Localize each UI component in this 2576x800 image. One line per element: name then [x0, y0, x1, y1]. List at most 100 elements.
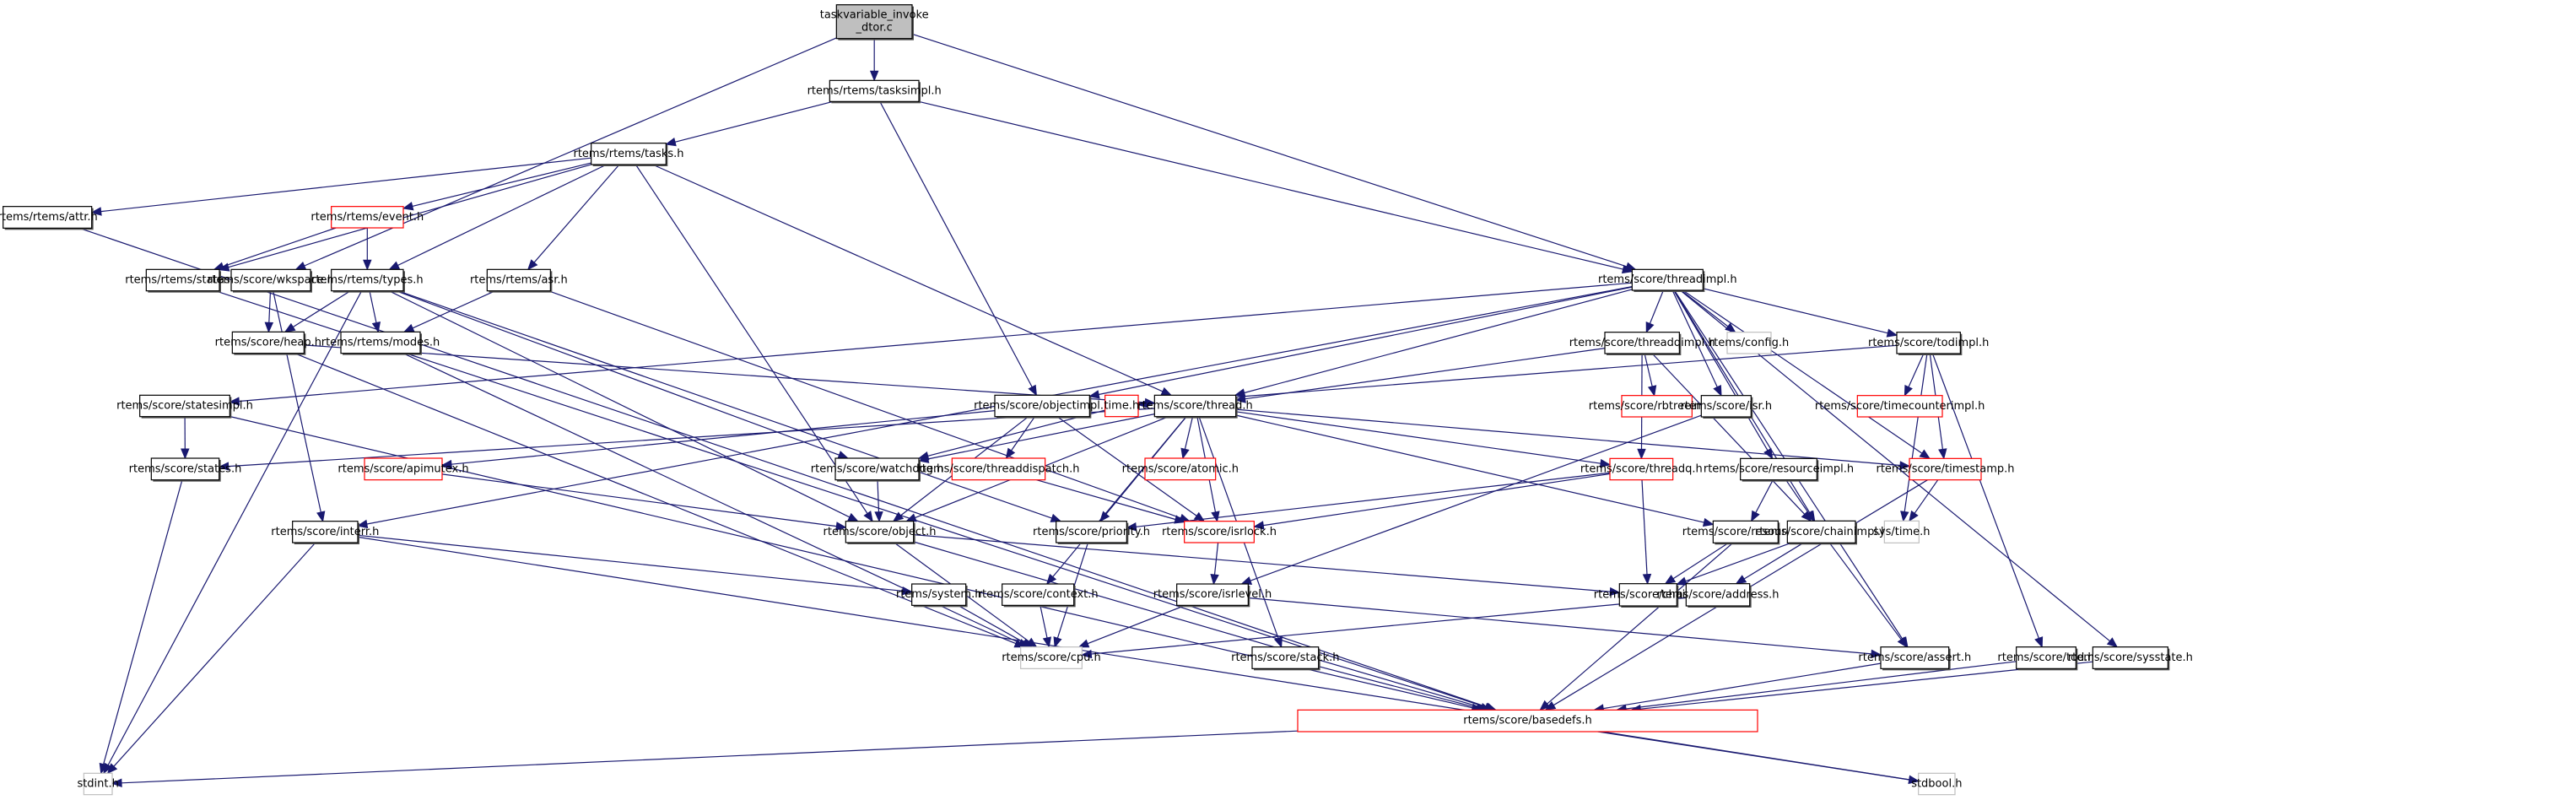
node-todimpl[interactable]: rtems/score/todimpl.h — [1868, 332, 1989, 355]
arrowhead-icon — [1609, 586, 1621, 597]
node-statesimpl[interactable]: rtems/score/statesimpl.h — [116, 394, 253, 419]
node-box — [1609, 457, 1674, 481]
node-system[interactable]: rtems/system.h — [896, 583, 982, 608]
node-threaddispatch[interactable]: rtems/score/threaddispatch.h — [918, 457, 1080, 481]
node-sysstate[interactable]: rtems/score/sysstate.h — [2068, 646, 2193, 671]
node-chainimpl[interactable]: rtems/score/chainimpl.h — [1755, 520, 1887, 545]
node-status[interactable]: rtems/rtems/status.h — [125, 268, 240, 293]
node-thread[interactable]: rtems/score/thread.h — [1137, 394, 1253, 419]
node-isr[interactable]: rtems/score/isr.h — [1681, 395, 1772, 419]
node-stdint[interactable]: stdint.h — [77, 772, 119, 796]
edge-threadimpl-to-config — [1680, 289, 1729, 327]
arrowhead-icon — [228, 397, 240, 406]
node-event[interactable]: rtems/rtems/event.h — [311, 206, 424, 229]
node-tasks[interactable]: rtems/rtems/tasks.h — [573, 143, 684, 166]
node-timecounterimpl[interactable]: rtems/score/timecounterimpl.h — [1815, 395, 1985, 418]
arrowhead-icon — [917, 454, 930, 463]
node-isrlevel[interactable]: rtems/score/isrlevel.h — [1153, 583, 1272, 608]
arrowhead-icon — [1899, 461, 1911, 470]
node-assert[interactable]: rtems/score/assert.h — [1858, 646, 1971, 671]
node-timestamp[interactable]: rtems/score/timestamp.h — [1876, 457, 2015, 481]
arrowhead-icon — [874, 511, 883, 523]
node-context[interactable]: rtems/score/context.h — [978, 583, 1099, 608]
arrowhead-icon — [869, 70, 879, 82]
node-object[interactable]: rtems/score/object.h — [824, 521, 937, 544]
arrowhead-icon — [1621, 264, 1634, 274]
node-label: rtems/score/address.h — [1656, 588, 1779, 601]
edge-wkspace-to-interr — [273, 290, 321, 513]
node-interr[interactable]: rtems/score/interr.h — [271, 521, 379, 544]
arrowhead-icon — [1909, 510, 1919, 522]
edge-threadimpl-to-timestamp — [1682, 289, 1923, 454]
node-apimutex[interactable]: rtems/score/apimutex.h — [338, 457, 469, 481]
node-systime[interactable]: sys/time.h — [1873, 520, 1931, 543]
node-root[interactable]: taskvariable_invoke_dtor.c — [820, 4, 929, 41]
edge-threadimpl-to-resourceimpl — [1673, 289, 1769, 451]
node-cpu[interactable]: rtems/score/cpu.h — [1002, 646, 1101, 669]
node-resource[interactable]: rtems/score/resource.h — [1682, 520, 1809, 545]
node-threadq[interactable]: rtems/score/threadq.h — [1580, 457, 1703, 481]
node-config[interactable]: rtems/config.h — [1709, 332, 1789, 354]
node-isrlock[interactable]: rtems/score/isrlock.h — [1162, 521, 1277, 543]
arrowhead-icon — [835, 522, 847, 531]
arrowhead-icon — [1137, 399, 1148, 408]
arrowhead-icon — [213, 262, 225, 271]
node-modes[interactable]: rtems/rtems/modes.h — [321, 331, 440, 355]
node-box — [1700, 395, 1752, 418]
node-resourceimpl[interactable]: rtems/score/resourceimpl.h — [1704, 457, 1854, 482]
node-asr[interactable]: rtems/rtems/asr.h — [470, 268, 568, 293]
edge-tasks-to-thread — [652, 164, 1164, 392]
edge-timestamp-to-systime — [1914, 479, 1939, 514]
node-label: rtems/score/cpu.h — [1002, 651, 1101, 664]
edge-resource-to-basedefs — [1547, 542, 1734, 705]
node-attr[interactable]: rtems/rtems/attr.h — [0, 206, 98, 230]
edge-todimpl-to-systime — [1904, 353, 1928, 512]
node-label: rtems/score/watchdog.h — [811, 462, 943, 475]
edge-types-to-stdint — [107, 290, 363, 765]
node-address[interactable]: rtems/score/address.h — [1656, 583, 1779, 608]
node-rbtreeimpl[interactable]: rtems/score/rbtreeimpl.h — [1589, 395, 1725, 418]
node-label: stdint.h — [77, 778, 118, 791]
node-watchdog[interactable]: rtems/score/watchdog.h — [811, 457, 943, 482]
node-label: rtems/score/isrlock.h — [1162, 526, 1277, 538]
node-chain[interactable]: rtems/score/chain.h — [1594, 583, 1703, 608]
node-wkspace[interactable]: rtems/score/wkspace.h — [208, 268, 334, 293]
edge-types-to-modes — [369, 290, 377, 323]
arrowhead-icon — [1805, 510, 1815, 522]
node-box — [486, 268, 551, 292]
edge-asr-to-isrlock — [548, 290, 1181, 519]
node-stdbool[interactable]: stdbool.h — [1911, 772, 1962, 796]
node-types[interactable]: rtems/rtems/types.h — [311, 268, 424, 293]
node-basedefs[interactable]: rtems/score/basedefs.h — [1297, 709, 1758, 732]
node-priority[interactable]: rtems/score/priority.h — [1033, 521, 1150, 544]
edges-layer — [78, 33, 2119, 788]
node-tod[interactable]: rtems/score/tod.h — [1997, 646, 2095, 671]
arrowhead-icon — [1240, 576, 1253, 585]
node-objectimpl[interactable]: rtems/score/objectimpl.h — [974, 394, 1110, 419]
node-label: rtems/score/states.h — [129, 462, 242, 475]
node-threadqimpl[interactable]: rtems/score/threadqimpl.h — [1569, 332, 1715, 355]
arrowhead-icon — [1908, 775, 1920, 785]
edge-interr-to-stdbool — [357, 536, 1909, 781]
edge-tasks-to-asr — [533, 164, 620, 263]
node-label: rtems/score/timecounterimpl.h — [1815, 400, 1985, 413]
node-heap[interactable]: rtems/score/heap.h — [215, 331, 321, 355]
edge-resourceimpl-to-chainimpl — [1785, 479, 1810, 514]
arrowhead-icon — [402, 202, 414, 211]
node-box — [1002, 583, 1075, 606]
node-timeh[interactable]: time.h — [1104, 394, 1139, 418]
arrowhead-icon — [1273, 636, 1283, 648]
node-stack[interactable]: rtems/score/stack.h — [1231, 646, 1340, 671]
node-threadimpl[interactable]: rtems/score/threadimpl.h — [1598, 268, 1737, 292]
node-box — [231, 331, 305, 354]
node-label: rtems/score/thread.h — [1137, 400, 1253, 413]
arrowhead-icon — [284, 322, 296, 332]
edge-types-to-heap — [292, 290, 351, 328]
node-label: rtems/score/threadqimpl.h — [1569, 337, 1715, 349]
arrowhead-icon — [1897, 636, 1908, 648]
node-box — [1251, 646, 1320, 669]
node-tasksimpl[interactable]: rtems/rtems/tasksimpl.h — [807, 79, 942, 104]
node-atomic[interactable]: rtems/score/atomic.h — [1122, 457, 1239, 481]
arrowhead-icon — [1021, 638, 1034, 648]
node-states[interactable]: rtems/score/states.h — [129, 457, 242, 482]
